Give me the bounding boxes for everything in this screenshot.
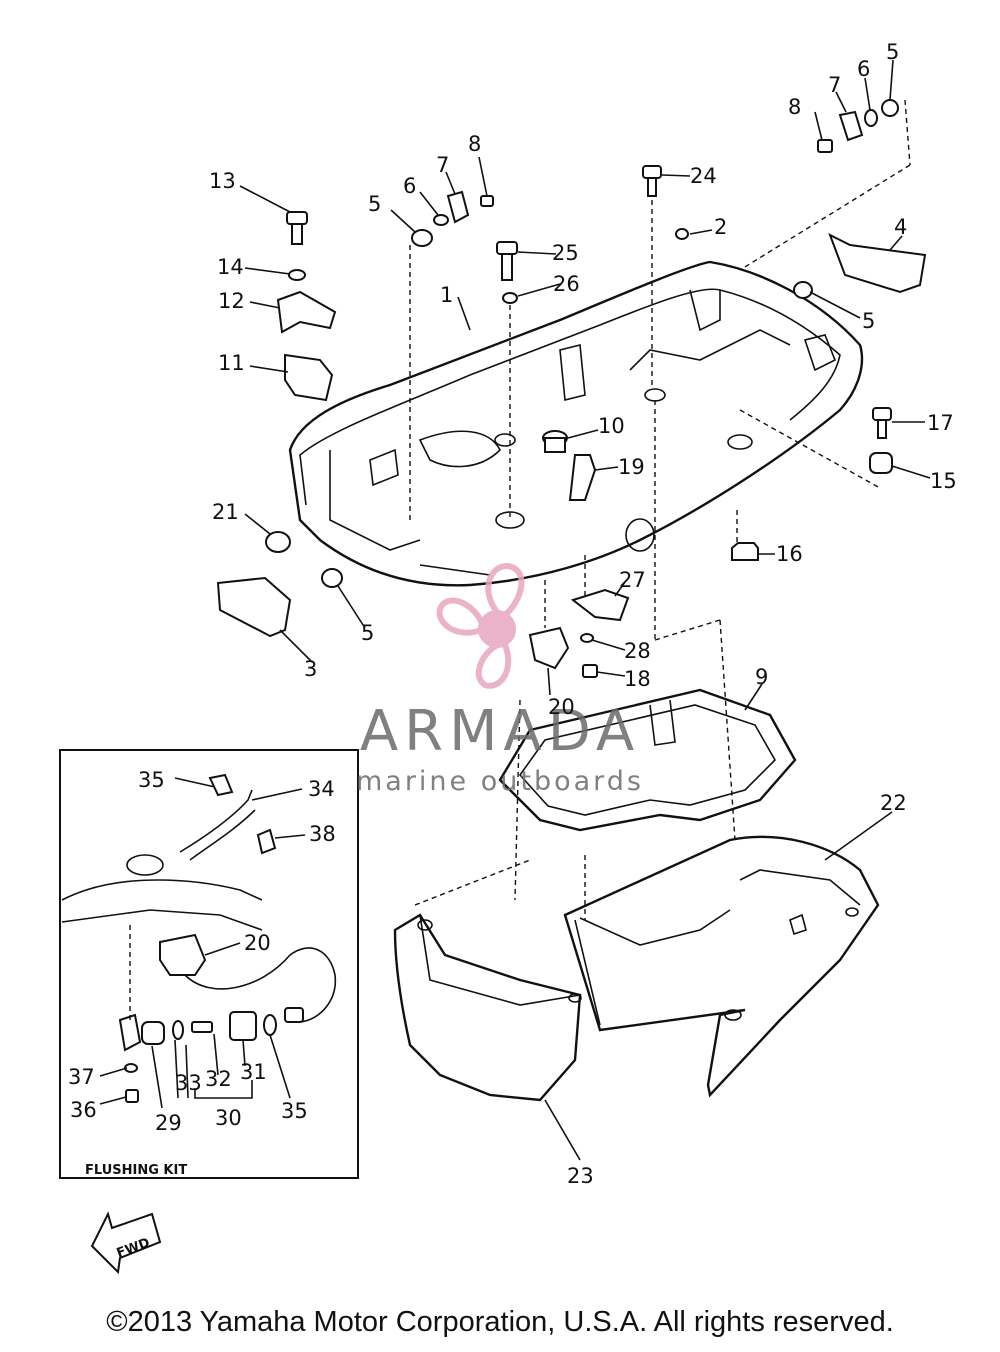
part-label: 5 <box>886 40 899 64</box>
part-label: 29 <box>155 1111 182 1135</box>
hardware-parts <box>216 99 927 678</box>
inset-title: FLUSHING KIT <box>85 1163 187 1178</box>
part-label: 15 <box>930 469 957 493</box>
part-label: 3 <box>304 657 317 681</box>
part-label: 16 <box>776 542 803 566</box>
part-label: 12 <box>218 289 245 313</box>
part-label: 27 <box>619 568 646 592</box>
part-label: 38 <box>309 822 336 846</box>
watermark-tagline: marine outboards <box>356 766 644 797</box>
part-label: 18 <box>624 667 651 691</box>
flushing-kit-inset: FLUSHING KIT <box>59 749 359 1179</box>
part-label: 33 <box>175 1071 202 1095</box>
part-label: 21 <box>212 500 239 524</box>
part-label: 28 <box>624 639 651 663</box>
part-label: 5 <box>862 309 875 333</box>
part-label: 7 <box>436 153 449 177</box>
part-label: 32 <box>205 1067 232 1091</box>
leader-lines <box>239 59 931 1161</box>
part-label: 5 <box>361 621 374 645</box>
part-label: 10 <box>598 414 625 438</box>
armada-watermark: ARMADA marine outboards <box>356 563 644 797</box>
part-label: 20 <box>548 695 575 719</box>
part-label: 35 <box>281 1099 308 1123</box>
part-label: 8 <box>468 132 481 156</box>
side-cover-port-part <box>393 913 582 1102</box>
part-number-labels: 1 2 3 4 5 5 5 5 6 6 7 7 8 8 9 10 11 12 1… <box>68 40 957 1188</box>
part-label: 11 <box>218 351 245 375</box>
watermark-brand: ARMADA <box>360 699 640 764</box>
part-label: 17 <box>927 411 954 435</box>
part-label: 31 <box>240 1060 267 1084</box>
part-label: 13 <box>209 169 236 193</box>
part-label: 2 <box>714 215 727 239</box>
part-label: 37 <box>68 1065 95 1089</box>
part-label: 25 <box>552 241 579 265</box>
cover-frame-part <box>498 688 797 832</box>
propeller-logo-icon <box>436 563 525 689</box>
copyright-notice: ©2013 Yamaha Motor Corporation, U.S.A. A… <box>106 1306 894 1338</box>
part-label: 14 <box>217 255 244 279</box>
part-label: 4 <box>894 215 907 239</box>
part-label: 1 <box>440 283 453 307</box>
part-label: 20 <box>244 931 271 955</box>
part-label: 30 <box>215 1106 242 1130</box>
fwd-arrow: FWD <box>90 1211 162 1275</box>
part-label: 36 <box>70 1098 97 1122</box>
side-cover-starboard-part <box>563 835 880 1098</box>
part-label: 19 <box>618 455 645 479</box>
part-label: 5 <box>368 192 381 216</box>
part-label: 6 <box>857 57 870 81</box>
part-label: 22 <box>880 791 907 815</box>
part-label: 23 <box>567 1164 594 1188</box>
part-label: 7 <box>828 73 841 97</box>
bottom-cowling-part <box>288 260 864 587</box>
part-label: 9 <box>755 665 768 689</box>
part-label: 24 <box>690 164 717 188</box>
part-label: 35 <box>138 768 165 792</box>
part-label: 34 <box>308 777 335 801</box>
part-label: 26 <box>553 272 580 296</box>
part-label: 6 <box>403 174 416 198</box>
part-label: 8 <box>788 95 801 119</box>
